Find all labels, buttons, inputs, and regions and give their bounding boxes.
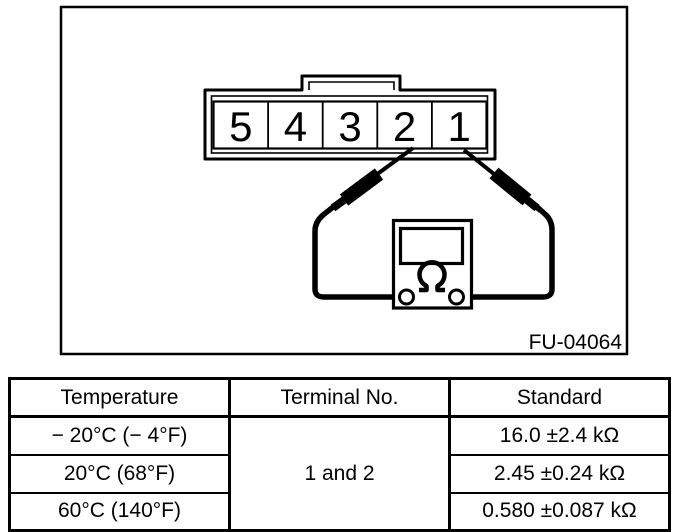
left-probe-handle [339,168,384,206]
terminal-number-4: 4 [284,103,307,150]
terminal-number-5: 5 [229,103,252,150]
right-lead-wire [459,203,555,300]
terminal-number-2: 2 [393,103,416,150]
terminal-no-cell: 1 and 2 [228,415,451,532]
left-probe-collar [330,196,347,212]
terminal-number-3: 3 [338,103,361,150]
figure-code: FU-04064 [529,331,623,354]
resistance-test-figure: 5 4 3 2 1 FU-04064 [59,5,629,356]
header-temperature: Temperature [8,377,231,418]
standard-cell: 0.580 ±0.087 kΩ [448,491,671,532]
standard-cell: 2.45 ±0.24 kΩ [448,453,671,494]
right-probe-collar [524,196,540,212]
terminal-row [212,100,488,150]
temperature-cell: 60°C (140°F) [8,491,231,532]
figure-frame [59,5,629,356]
spec-row-minus20c: − 20°C (− 4°F) 1 and 2 16.0 ±2.4 kΩ [8,415,671,532]
right-probe-handle [489,167,532,206]
terminal-number-1: 1 [448,103,471,150]
spec-row-20c: 20°C (68°F) 2.45 ±0.24 kΩ [8,453,671,494]
ohm-symbol-icon [417,260,447,293]
temperature-cell: 20°C (68°F) [8,453,231,494]
ohmmeter-terminal-right [448,288,465,306]
spec-row-60c: 60°C (140°F) 0.580 ±0.087 kΩ [8,491,671,532]
resistance-spec-table: Temperature Terminal No. Standard − 20°C… [8,377,671,532]
header-terminal-no: Terminal No. [228,377,451,418]
standard-cell: 16.0 ±2.4 kΩ [448,415,671,456]
ohmmeter-display [398,226,465,266]
temperature-cell: − 20°C (− 4°F) [8,415,231,456]
ohmmeter-terminal-left [398,288,415,306]
header-standard: Standard [448,377,671,418]
spec-table-header-row: Temperature Terminal No. Standard [8,377,671,418]
left-lead-wire [312,201,404,300]
connector-tab [308,81,395,90]
